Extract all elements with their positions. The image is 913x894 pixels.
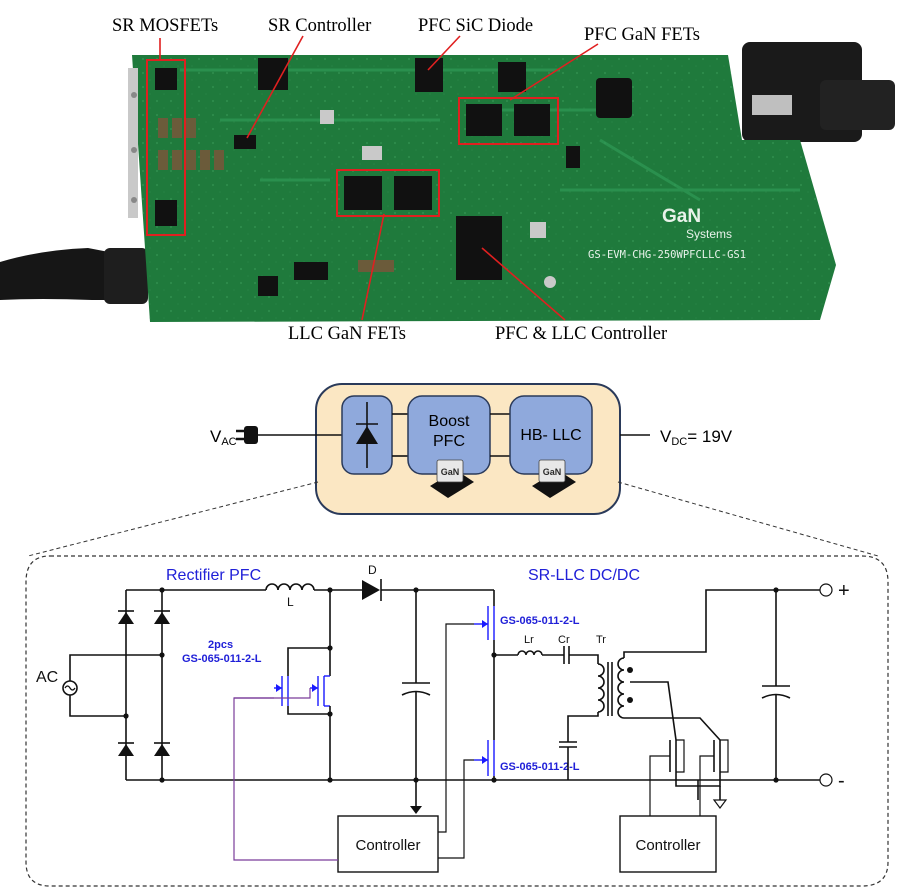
plus-label: + (838, 580, 850, 602)
output-plus-terminal (819, 583, 833, 597)
sr-controller-chip (234, 135, 256, 149)
pfc-llc-controller-chip (456, 216, 502, 280)
sr-mosfets-box (146, 59, 186, 236)
sr-llc-title: SR-LLC DC/DC (528, 567, 640, 584)
svg-text:GaN: GaN (441, 467, 460, 477)
pfc-inductor-icon (265, 583, 315, 591)
lr-inductor-icon (517, 650, 543, 656)
board-logo-gan: GaN (662, 206, 701, 227)
svg-text:GaN: GaN (543, 467, 562, 477)
sr-passives (158, 118, 224, 170)
pfc-sic-diode-part (415, 58, 443, 92)
pfc-diode-icon (362, 580, 380, 600)
llc-gan-fet-2 (394, 176, 432, 210)
output-capacitor-icon (761, 590, 791, 783)
ground-arrow-icon (410, 806, 422, 814)
llc-gan-fets-box (336, 169, 440, 217)
gan-chip-icon: GaN (532, 459, 576, 498)
gate-drive-wire (233, 697, 338, 861)
output-minus-terminal (819, 773, 833, 787)
inductor-l-label: L (287, 595, 294, 609)
schematic: Rectifier PFC SR-LLC DC/DC AC L (25, 555, 889, 887)
sr-mosfet-top (155, 68, 177, 90)
llc-low-part-label: GS-065-011-2-L (500, 761, 580, 773)
two-pcs-label: 2pcs (208, 639, 233, 651)
pfc-gan-fet-2 (514, 104, 550, 136)
boost-label: Boost (429, 413, 470, 430)
gan-chip-icon: GaN (430, 459, 474, 498)
diode-d-label: D (368, 563, 377, 577)
transformer-icon (597, 657, 633, 719)
controller-right-label: Controller (635, 837, 700, 854)
ac-plug (104, 248, 148, 304)
bulk-capacitor-icon (401, 590, 431, 783)
controller-left-label: Controller (355, 837, 420, 854)
ac-label: AC (36, 669, 58, 686)
label-llc-gan-fets: LLC GaN FETs (288, 324, 406, 344)
pfc-label: PFC (433, 433, 465, 450)
pfc-part-label: GS-065-011-2-L (182, 653, 262, 665)
llc-high-part-label: GS-065-011-2-L (500, 615, 580, 627)
controller-right (619, 815, 717, 873)
label-pfc-llc-controller: PFC & LLC Controller (495, 324, 667, 344)
vdc-label: VDC= 19V (660, 427, 733, 448)
diode-icon (356, 402, 378, 468)
hb-llc-label: HB- LLC (520, 427, 581, 444)
label-sr-controller: SR Controller (268, 16, 371, 36)
llc-half-bridge (474, 590, 497, 783)
pcb-photo: GaN Systems GS-EVM-CHG-250WPFCLLC-GS1 SR… (0, 16, 895, 344)
bridge-rectifier (118, 587, 170, 783)
pfc-gan-fet-1 (466, 104, 502, 136)
label-sr-mosfets: SR MOSFETs (112, 16, 218, 36)
pfc-gan-fets-box (458, 97, 559, 145)
cr-label: Cr (558, 634, 570, 646)
tr-label: Tr (596, 634, 606, 646)
plug-icon (236, 426, 258, 444)
label-pfc-sic-diode: PFC SiC Diode (418, 16, 533, 36)
lr-label: Lr (524, 634, 534, 646)
controller-left (337, 815, 439, 873)
pfc-gan-switches (274, 590, 333, 783)
board-logo-systems: Systems (686, 227, 732, 241)
minus-label: - (838, 770, 845, 792)
vac-label: VAC (210, 427, 237, 448)
sr-mosfets-symbol (624, 681, 729, 809)
rectifier-pfc-title: Rectifier PFC (166, 567, 261, 584)
sr-mosfet-bottom (155, 200, 177, 226)
label-pfc-gan-fets: PFC GaN FETs (584, 25, 700, 45)
board-part-number: GS-EVM-CHG-250WPFCLLC-GS1 (588, 249, 746, 261)
schematic-frame (25, 555, 889, 887)
block-diagram: VAC Boost PFC HB- LLC GaN (27, 383, 879, 557)
llc-gan-fet-1 (344, 176, 382, 210)
